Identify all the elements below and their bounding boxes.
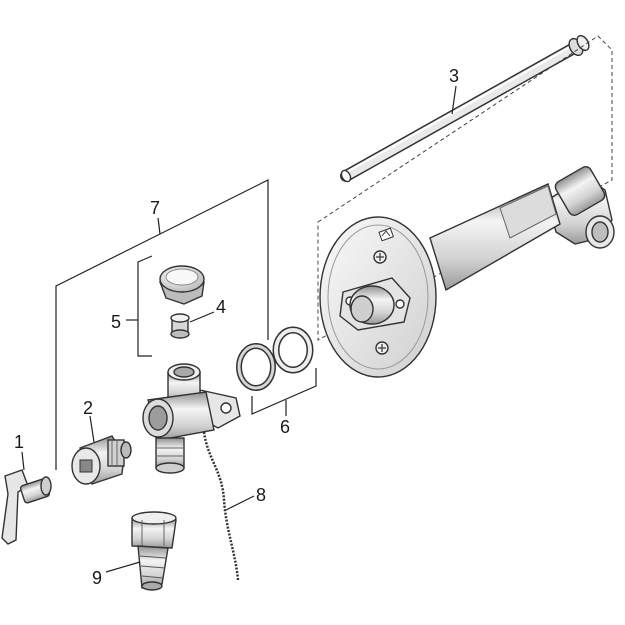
callout-8: 8 xyxy=(256,485,266,505)
part-4-insert xyxy=(170,313,190,339)
dashed-assembly-outline xyxy=(317,35,613,341)
callout-6: 6 xyxy=(280,417,290,437)
part-5-cap xyxy=(158,265,205,305)
callout-9: 9 xyxy=(92,568,102,588)
callout-7: 7 xyxy=(150,198,160,218)
callout-5: 5 xyxy=(111,312,121,332)
callout-2: 2 xyxy=(83,398,93,418)
valve-housing xyxy=(142,363,241,474)
callout-numbers: 1 2 3 4 5 6 7 8 9 xyxy=(14,66,459,588)
part-1-key xyxy=(1,469,52,545)
callout-1: 1 xyxy=(14,432,24,452)
callout-3: 3 xyxy=(449,66,459,86)
main-valve-body xyxy=(319,166,615,378)
part-6-rings xyxy=(236,326,314,391)
part-9-hose-connector xyxy=(131,511,177,591)
part-2-cartridge xyxy=(71,435,132,485)
callout-4: 4 xyxy=(216,297,226,317)
part-3-rod xyxy=(340,34,590,183)
part-8-chain xyxy=(202,431,240,581)
leader-lines xyxy=(21,85,457,573)
